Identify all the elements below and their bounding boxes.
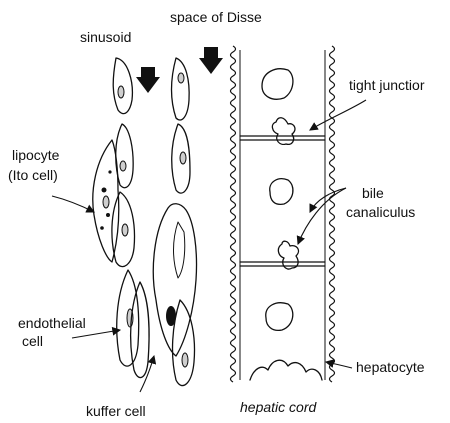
label-canaliculus: canaliculus xyxy=(346,204,415,220)
label-cell: cell xyxy=(22,333,43,349)
label-tight-junction: tight junctior xyxy=(349,77,425,93)
hepatocyte-left-border xyxy=(231,46,236,382)
label-space-of-disse: space of Disse xyxy=(170,9,262,25)
label-lipocyte: lipocyte xyxy=(12,147,60,163)
hepatic-cord xyxy=(231,46,335,382)
label-kuffer-cell: kuffer cell xyxy=(86,403,146,419)
label-ito-cell: (Ito cell) xyxy=(8,167,58,183)
hepatocyte-right-border xyxy=(330,46,335,382)
label-endothelial: endothelial xyxy=(18,315,86,331)
kupffer-cell xyxy=(153,204,196,356)
label-hepatic-cord: hepatic cord xyxy=(240,399,317,415)
lipocyte-cell xyxy=(93,140,119,262)
label-bile: bile xyxy=(362,185,384,201)
endothelial-lining-left xyxy=(112,58,139,366)
endothelial-cell xyxy=(131,282,149,378)
label-hepatocyte: hepatocyte xyxy=(356,359,425,375)
down-arrow-icon xyxy=(136,67,160,93)
down-arrow-icon xyxy=(199,47,223,74)
label-sinusoid: sinusoid xyxy=(80,29,131,45)
